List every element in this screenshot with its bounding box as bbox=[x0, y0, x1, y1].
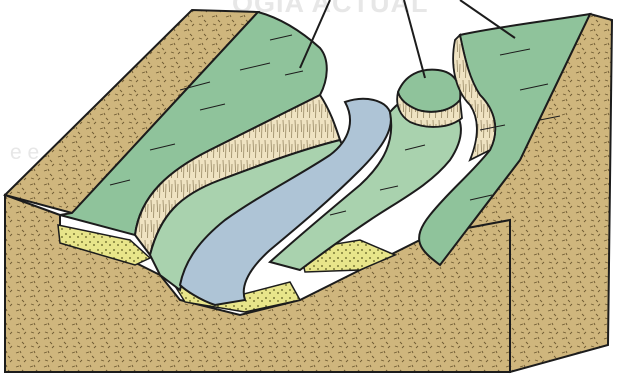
leader-line-mesa bbox=[404, 0, 425, 78]
